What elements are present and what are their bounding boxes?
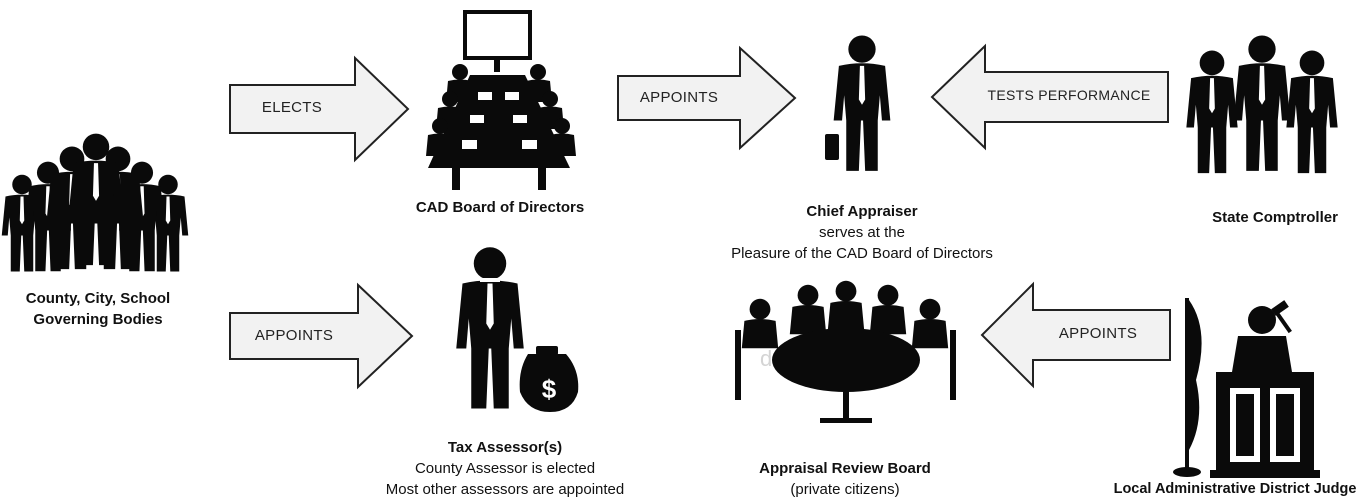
cad-board-figure	[426, 10, 576, 190]
state-comptroller-title: State Comptroller	[1212, 209, 1338, 226]
arrow-label-tests-performance: TESTS PERFORMANCE	[987, 87, 1151, 103]
cad-board-title: CAD Board of Directors	[415, 199, 585, 216]
chief-appraiser-title: Chief Appraiser	[806, 203, 918, 220]
chief-appraiser-line1: serves at the	[819, 224, 905, 241]
dollar-sign-icon: $	[542, 374, 557, 404]
governing-bodies-title-2: Governing Bodies	[33, 311, 163, 328]
governing-bodies-title-1: County, City, School	[25, 290, 171, 307]
judge-label: Local Administrative District Judge	[1100, 479, 1370, 500]
arrow-appoints-chief	[617, 45, 797, 151]
arrow-label-elects: ELECTS	[261, 99, 323, 116]
arrow-elects	[229, 55, 410, 163]
arrow-label-appoints-chief: APPOINTS	[639, 89, 719, 106]
chief-appraiser-line2: Pleasure of the CAD Board of Directors	[731, 245, 993, 262]
arrow-tests-performance	[930, 43, 1169, 151]
tax-assessor-title: Tax Assessor(s)	[447, 439, 563, 456]
review-board-label: Appraisal Review Board (private citizens…	[720, 458, 970, 500]
review-board-figure	[735, 280, 956, 423]
tax-assessor-figure: $	[456, 247, 579, 412]
state-comptroller-label: State Comptroller	[1180, 207, 1370, 228]
review-board-line1: (private citizens)	[790, 481, 900, 498]
judge-figure	[1173, 298, 1320, 478]
cad-board-label: CAD Board of Directors	[380, 197, 620, 218]
tax-assessor-line1: County Assessor is elected	[414, 460, 596, 477]
chief-appraiser-label: Chief Appraiser serves at the Pleasure o…	[680, 201, 1044, 264]
chief-appraiser-figure	[825, 35, 891, 171]
governing-bodies-label: County, City, School Governing Bodies	[0, 288, 196, 330]
arrow-appoints-board	[980, 281, 1171, 389]
review-board-title: Appraisal Review Board	[759, 460, 931, 477]
judge-title: Local Administrative District Judge	[1113, 481, 1357, 497]
arrow-appoints-assessor	[229, 282, 414, 390]
tax-assessor-line2: Most other assessors are appointed	[385, 481, 625, 498]
arrow-label-appoints-assessor: APPOINTS	[254, 327, 334, 344]
arrow-label-appoints-board: APPOINTS	[1058, 325, 1138, 342]
tax-assessor-label: Tax Assessor(s) County Assessor is elect…	[370, 437, 640, 500]
state-comptroller-figure	[1186, 35, 1338, 174]
governing-bodies-figure	[1, 133, 189, 272]
